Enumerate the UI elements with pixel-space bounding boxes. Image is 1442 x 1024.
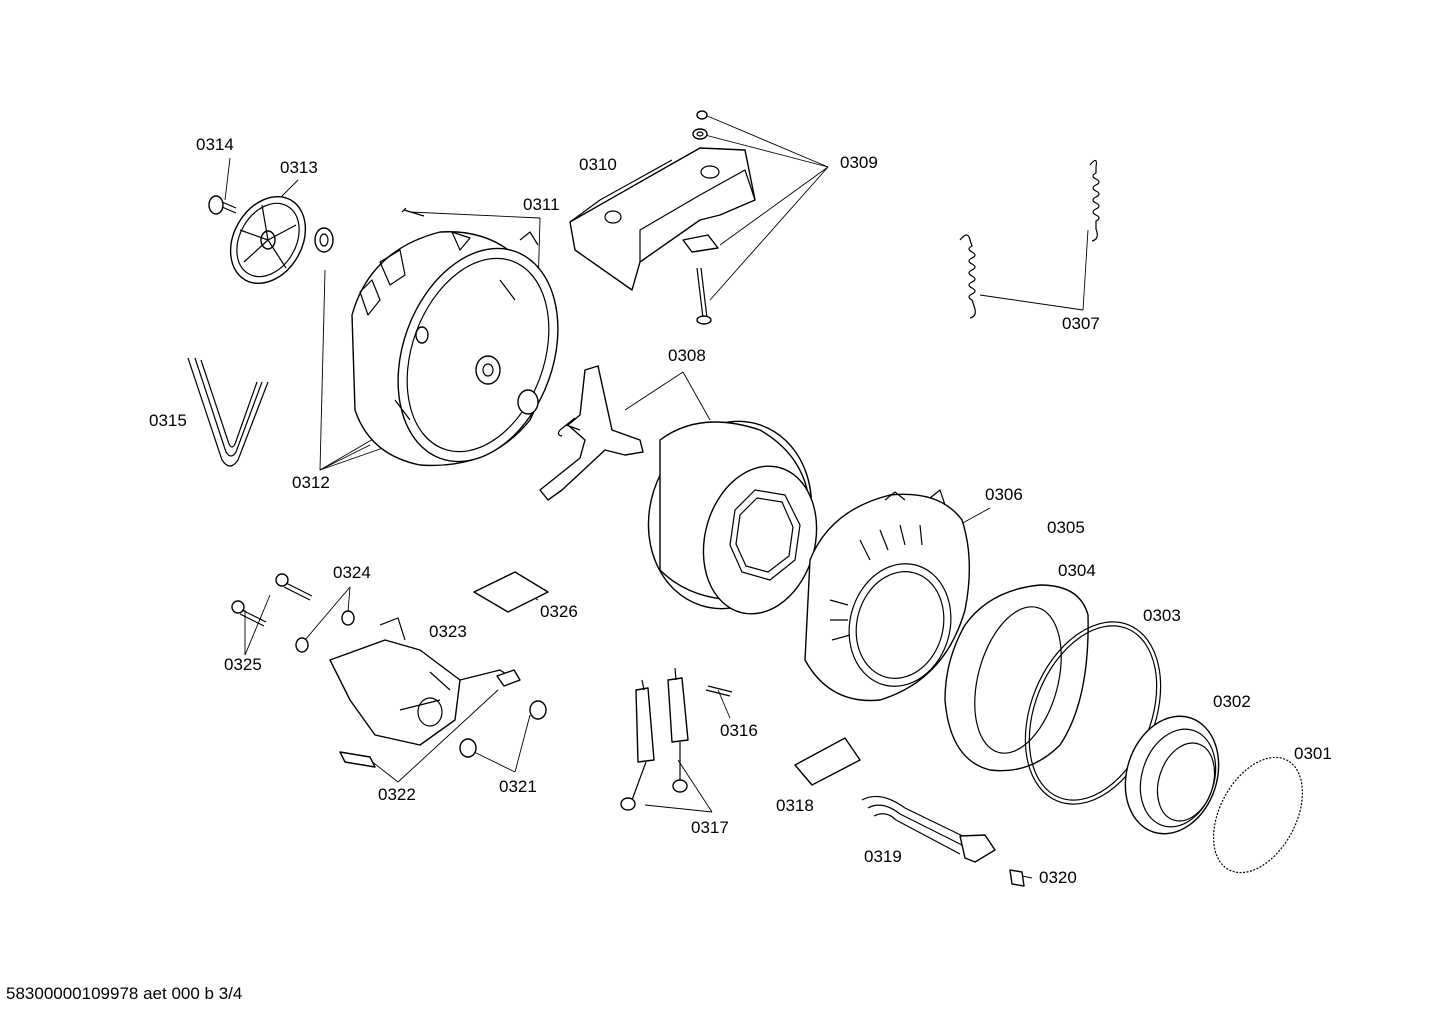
- part-0301-wire: [1212, 756, 1304, 874]
- part-0309-hardware: [682, 110, 719, 325]
- part-0323-motor: [329, 617, 521, 768]
- part-0311-screw: [401, 207, 425, 217]
- part-0315-belt: [187, 357, 269, 467]
- label-0306: 0306: [985, 485, 1023, 504]
- label-0320: 0320: [1039, 868, 1077, 887]
- label-0322: 0322: [378, 785, 416, 804]
- label-0302: 0302: [1213, 692, 1251, 711]
- part-tub-middle: [647, 420, 818, 615]
- part-0308-bracket: [539, 365, 644, 501]
- part-0318-sensor: [794, 737, 861, 786]
- part-0325-screws: [231, 573, 313, 627]
- leader-lines: [224, 114, 1089, 879]
- part-0319-heater: [861, 795, 996, 863]
- part-0310-counterweight: [569, 147, 756, 291]
- label-0324: 0324: [333, 563, 371, 582]
- part-0313-pulley: [229, 195, 307, 285]
- part-0307-springs: [959, 159, 1100, 319]
- label-0303: 0303: [1143, 606, 1181, 625]
- label-0308: 0308: [668, 346, 706, 365]
- part-0302-seal: [1124, 715, 1220, 835]
- part-0312-bearing: [314, 227, 334, 253]
- label-0315: 0315: [149, 411, 187, 430]
- part-rear-tub: [351, 231, 559, 467]
- part-0306-front-tub: [804, 489, 971, 702]
- label-0316: 0316: [720, 721, 758, 740]
- part-0321-bushings: [459, 700, 547, 758]
- label-0325: 0325: [224, 655, 262, 674]
- label-0317: 0317: [691, 818, 729, 837]
- label-0307: 0307: [1062, 314, 1100, 333]
- label-0304: 0304: [1058, 561, 1096, 580]
- label-0319: 0319: [864, 847, 902, 866]
- part-0314-screw: [208, 195, 237, 215]
- label-0309: 0309: [840, 153, 878, 172]
- label-0313: 0313: [280, 158, 318, 177]
- part-0324-nuts: [295, 610, 355, 653]
- label-0321: 0321: [499, 777, 537, 796]
- label-0305: 0305: [1047, 518, 1085, 537]
- label-0326: 0326: [540, 602, 578, 621]
- footer-document-id: 58300000109978 aet 000 b 3/4: [6, 984, 243, 1003]
- label-0301: 0301: [1294, 744, 1332, 763]
- label-0318: 0318: [776, 796, 814, 815]
- label-0311: 0311: [523, 195, 560, 214]
- part-0317-dampers: [620, 667, 689, 811]
- label-0314: 0314: [196, 135, 234, 154]
- label-0323: 0323: [429, 622, 467, 641]
- label-0312: 0312: [292, 473, 330, 492]
- part-0326-plate: [473, 571, 549, 613]
- part-0304-cover: [944, 584, 1089, 772]
- label-0310: 0310: [579, 155, 617, 174]
- part-0316-pin: [705, 685, 733, 697]
- part-0320-fuse: [1009, 869, 1025, 887]
